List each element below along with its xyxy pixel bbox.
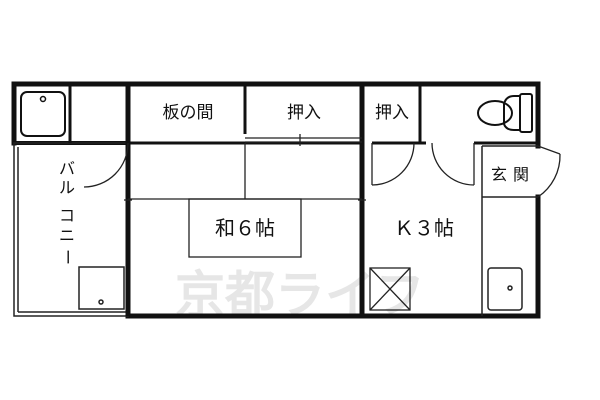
balcony-label-char-3: コ	[59, 206, 75, 225]
room-label-kitchen: Ｋ３帖	[394, 216, 454, 240]
balcony-washer-pan	[78, 266, 125, 310]
bath-unit	[20, 84, 72, 143]
balcony-label-char-1: バ	[59, 159, 75, 178]
closet-sliding-door	[245, 134, 362, 146]
room-label-genkan-1: 玄	[491, 165, 507, 184]
room-label-itanoma: 板の間	[163, 103, 214, 123]
balcony-label-char-4: ニ	[59, 226, 75, 245]
kitchen-counter	[481, 145, 538, 316]
room-label-genkan-2: 関	[513, 165, 529, 184]
floor-storage-hatch	[369, 267, 411, 311]
balcony-label-char-5: ー	[58, 249, 77, 265]
room-label-oshiire-right: 押入	[375, 103, 409, 123]
door-swings	[83, 142, 561, 198]
room-label-washitsu: 和６帖	[215, 216, 275, 240]
toilet-fixture	[477, 93, 533, 133]
balcony-label-char-2: ル	[59, 178, 75, 197]
washitsu-tatami	[128, 143, 362, 258]
room-label-oshiire-left: 押入	[287, 103, 321, 123]
